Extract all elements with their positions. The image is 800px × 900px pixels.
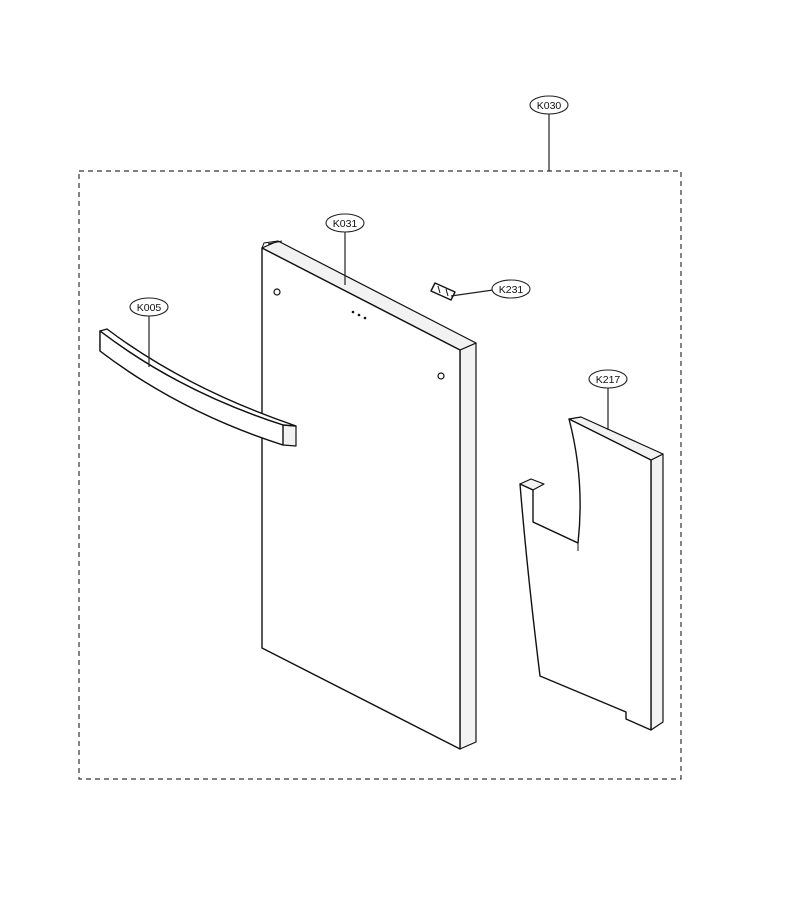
callout-insulation: K217	[588, 369, 628, 430]
door-panel	[261, 240, 477, 750]
callout-label-bracket-text: K231	[499, 284, 524, 296]
callout-label-handle: K005	[137, 302, 162, 314]
panel-hole-left	[273, 288, 281, 296]
handle	[99, 328, 297, 447]
callout-handle: K005	[129, 297, 169, 367]
callout-label-assembly: K030	[537, 100, 562, 112]
panel-dot-2	[357, 313, 361, 317]
assembly-boundary	[78, 170, 682, 780]
callout-door-panel: K031	[325, 213, 365, 285]
callout-label-door-panel: K031	[333, 218, 358, 230]
panel-hole-right	[437, 372, 445, 380]
bracket	[430, 282, 456, 301]
panel-dot-1	[351, 310, 355, 314]
callout-bracket: K217 K231	[450, 279, 531, 299]
panel-dot-3	[363, 316, 367, 320]
callout-label-insulation: K217	[596, 374, 621, 386]
callout-assembly: K030	[529, 95, 569, 171]
insulation-block	[519, 416, 664, 731]
